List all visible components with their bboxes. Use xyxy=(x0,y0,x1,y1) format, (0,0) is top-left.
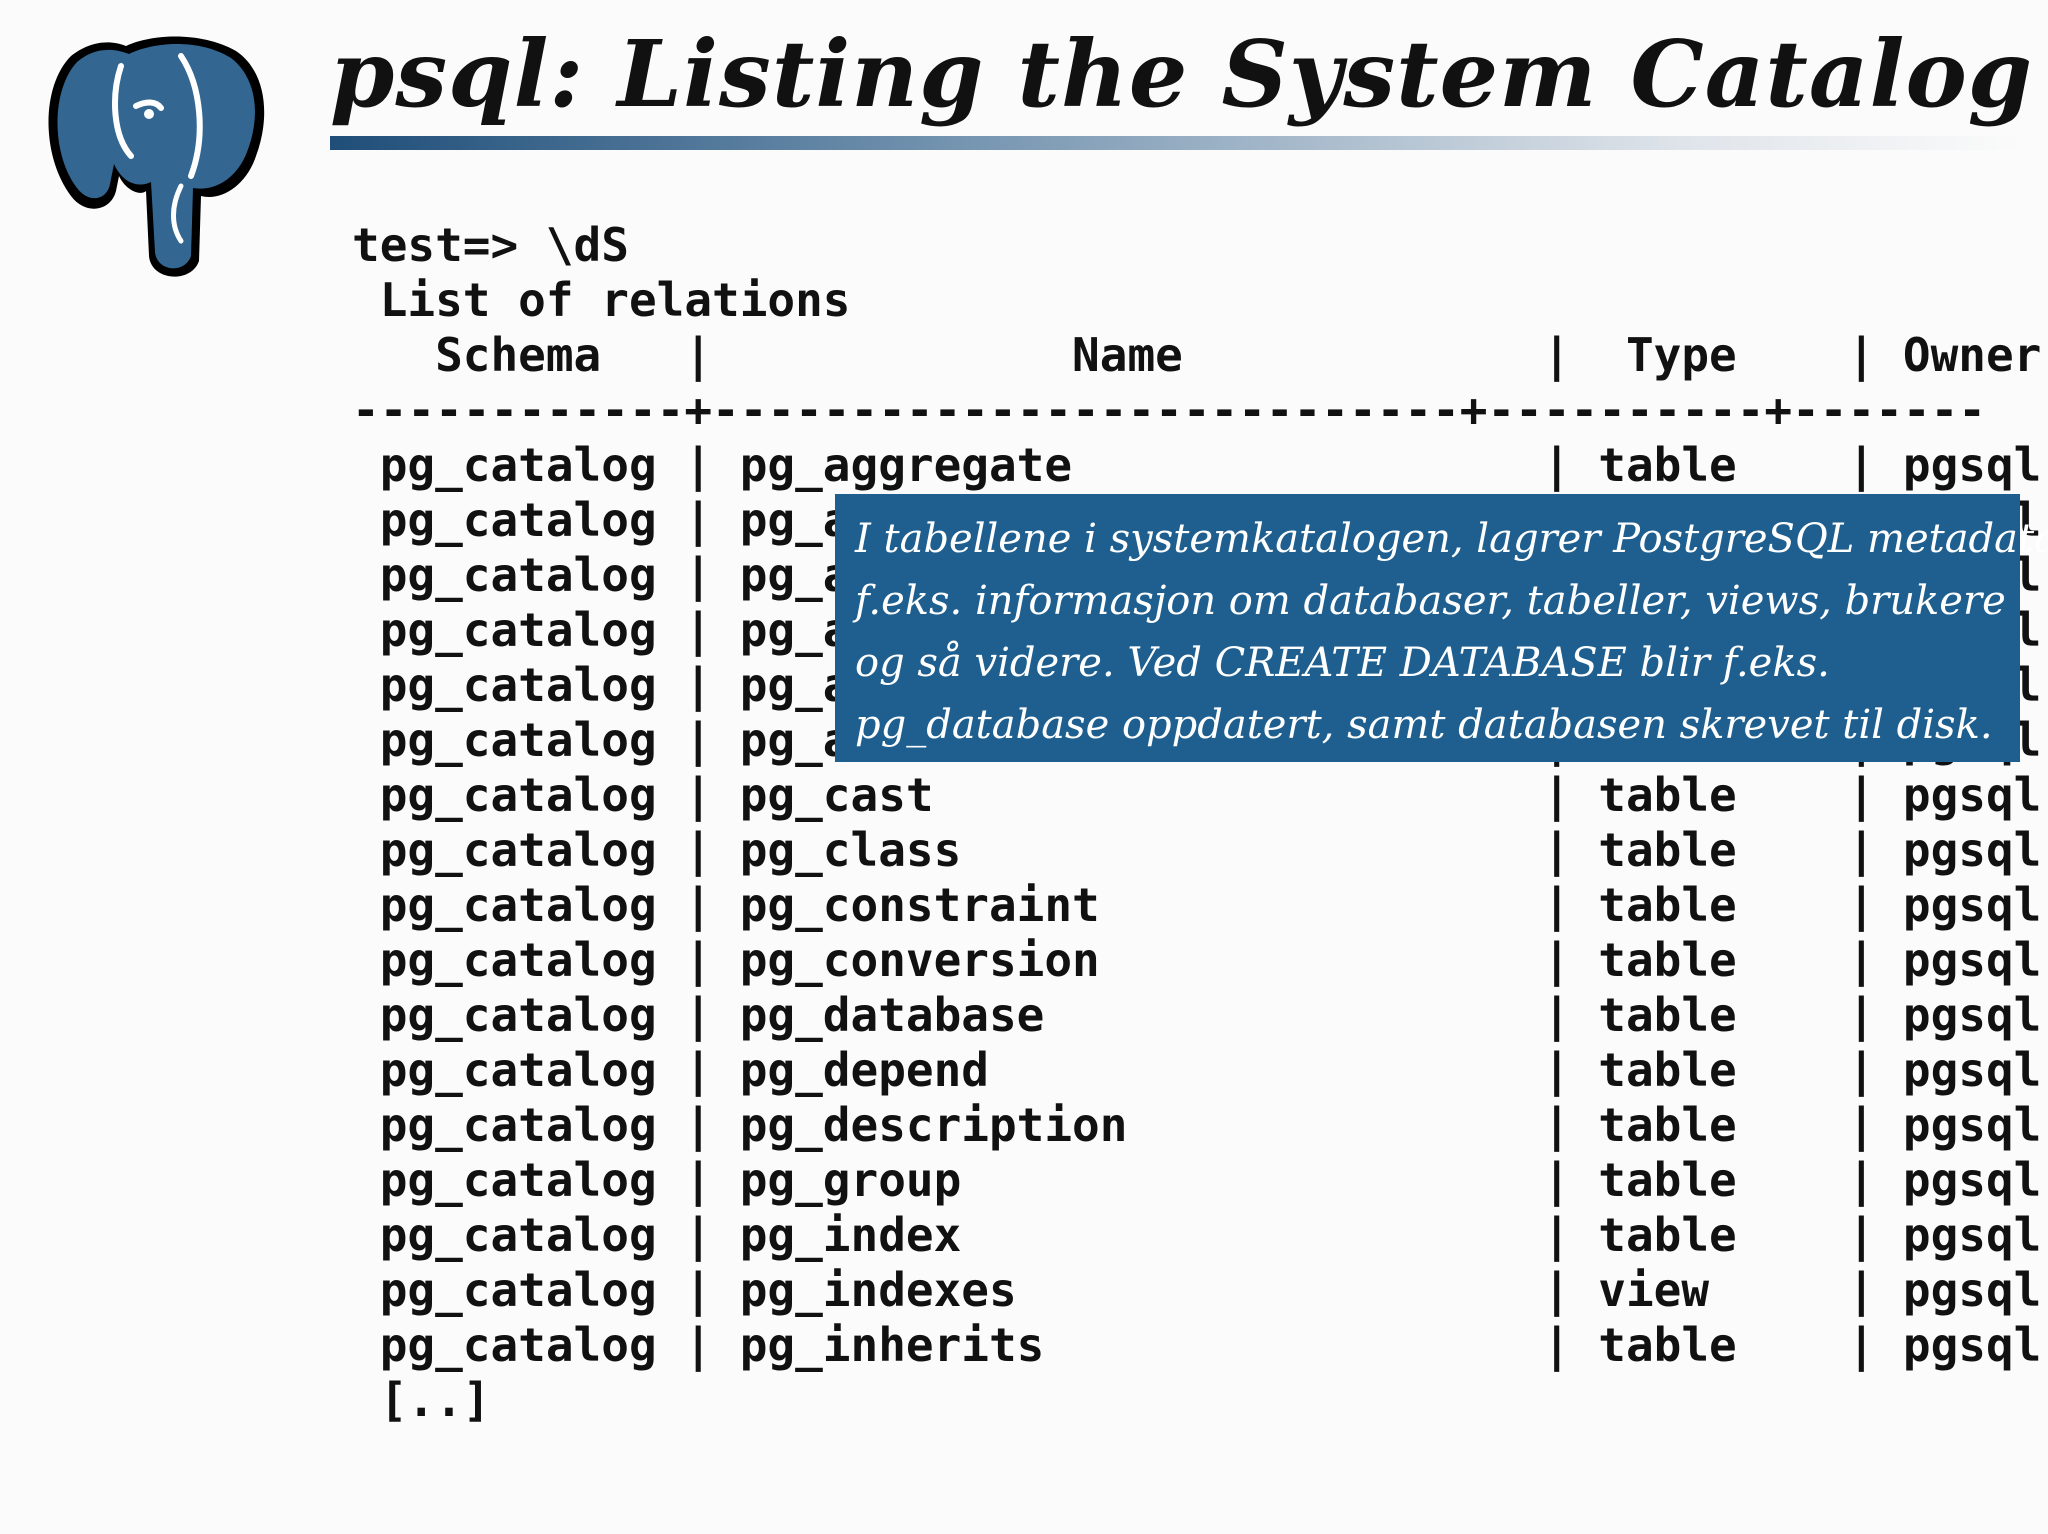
table-row: pg_catalog | pg_indexes | view | pgsql xyxy=(352,1263,2042,1317)
table-caption: List of relations xyxy=(352,273,851,327)
table-row: pg_catalog | pg_conversion | table | pgs… xyxy=(352,933,2042,987)
table-header: Schema | Name | Type | Owner xyxy=(352,328,2042,382)
table-row: pg_catalog | pg_group | table | pgsql xyxy=(352,1153,2042,1207)
table-row: pg_catalog | pg_aggregate | table | pgsq… xyxy=(352,438,2042,492)
explanation-callout: I tabellene i systemkatalogen, lagrer Po… xyxy=(835,494,2048,762)
title-underline xyxy=(330,136,2020,150)
truncation-marker: [..] xyxy=(352,1373,491,1427)
table-row: pg_catalog | pg_depend | table | pgsql xyxy=(352,1043,2042,1097)
callout-line: pg_database oppdatert, samt databasen sk… xyxy=(855,702,1993,748)
postgresql-elephant-icon xyxy=(48,36,265,277)
table-row: pg_catalog | pg_database | table | pgsql xyxy=(352,988,2042,1042)
psql-output: test=> \dS List of relations Schema | Na… xyxy=(352,218,2041,1428)
callout-line: I tabellene i systemkatalogen, lagrer Po… xyxy=(855,516,2048,562)
table-row: pg_catalog | pg_description | table | pg… xyxy=(352,1098,2042,1152)
prompt-line: test=> \dS xyxy=(352,218,629,272)
table-row: pg_catalog | pg_class | table | pgsql xyxy=(352,823,2042,877)
table-row: pg_catalog | pg_inherits | table | pgsql xyxy=(352,1318,2042,1372)
table-row: pg_catalog | pg_constraint | table | pgs… xyxy=(352,878,2042,932)
callout-line: og så videre. Ved CREATE DATABASE blir f… xyxy=(855,640,1830,686)
callout-line: f.eks. informasjon om databaser, tabelle… xyxy=(855,578,2006,624)
table-row: pg_catalog | pg_cast | table | pgsql xyxy=(352,768,2042,822)
slide-title: psql: Listing the System Catalog xyxy=(330,20,2034,128)
table-row: pg_catalog | pg_index | table | pgsql xyxy=(352,1208,2042,1262)
table-separator: ------------+---------------------------… xyxy=(352,383,1986,437)
